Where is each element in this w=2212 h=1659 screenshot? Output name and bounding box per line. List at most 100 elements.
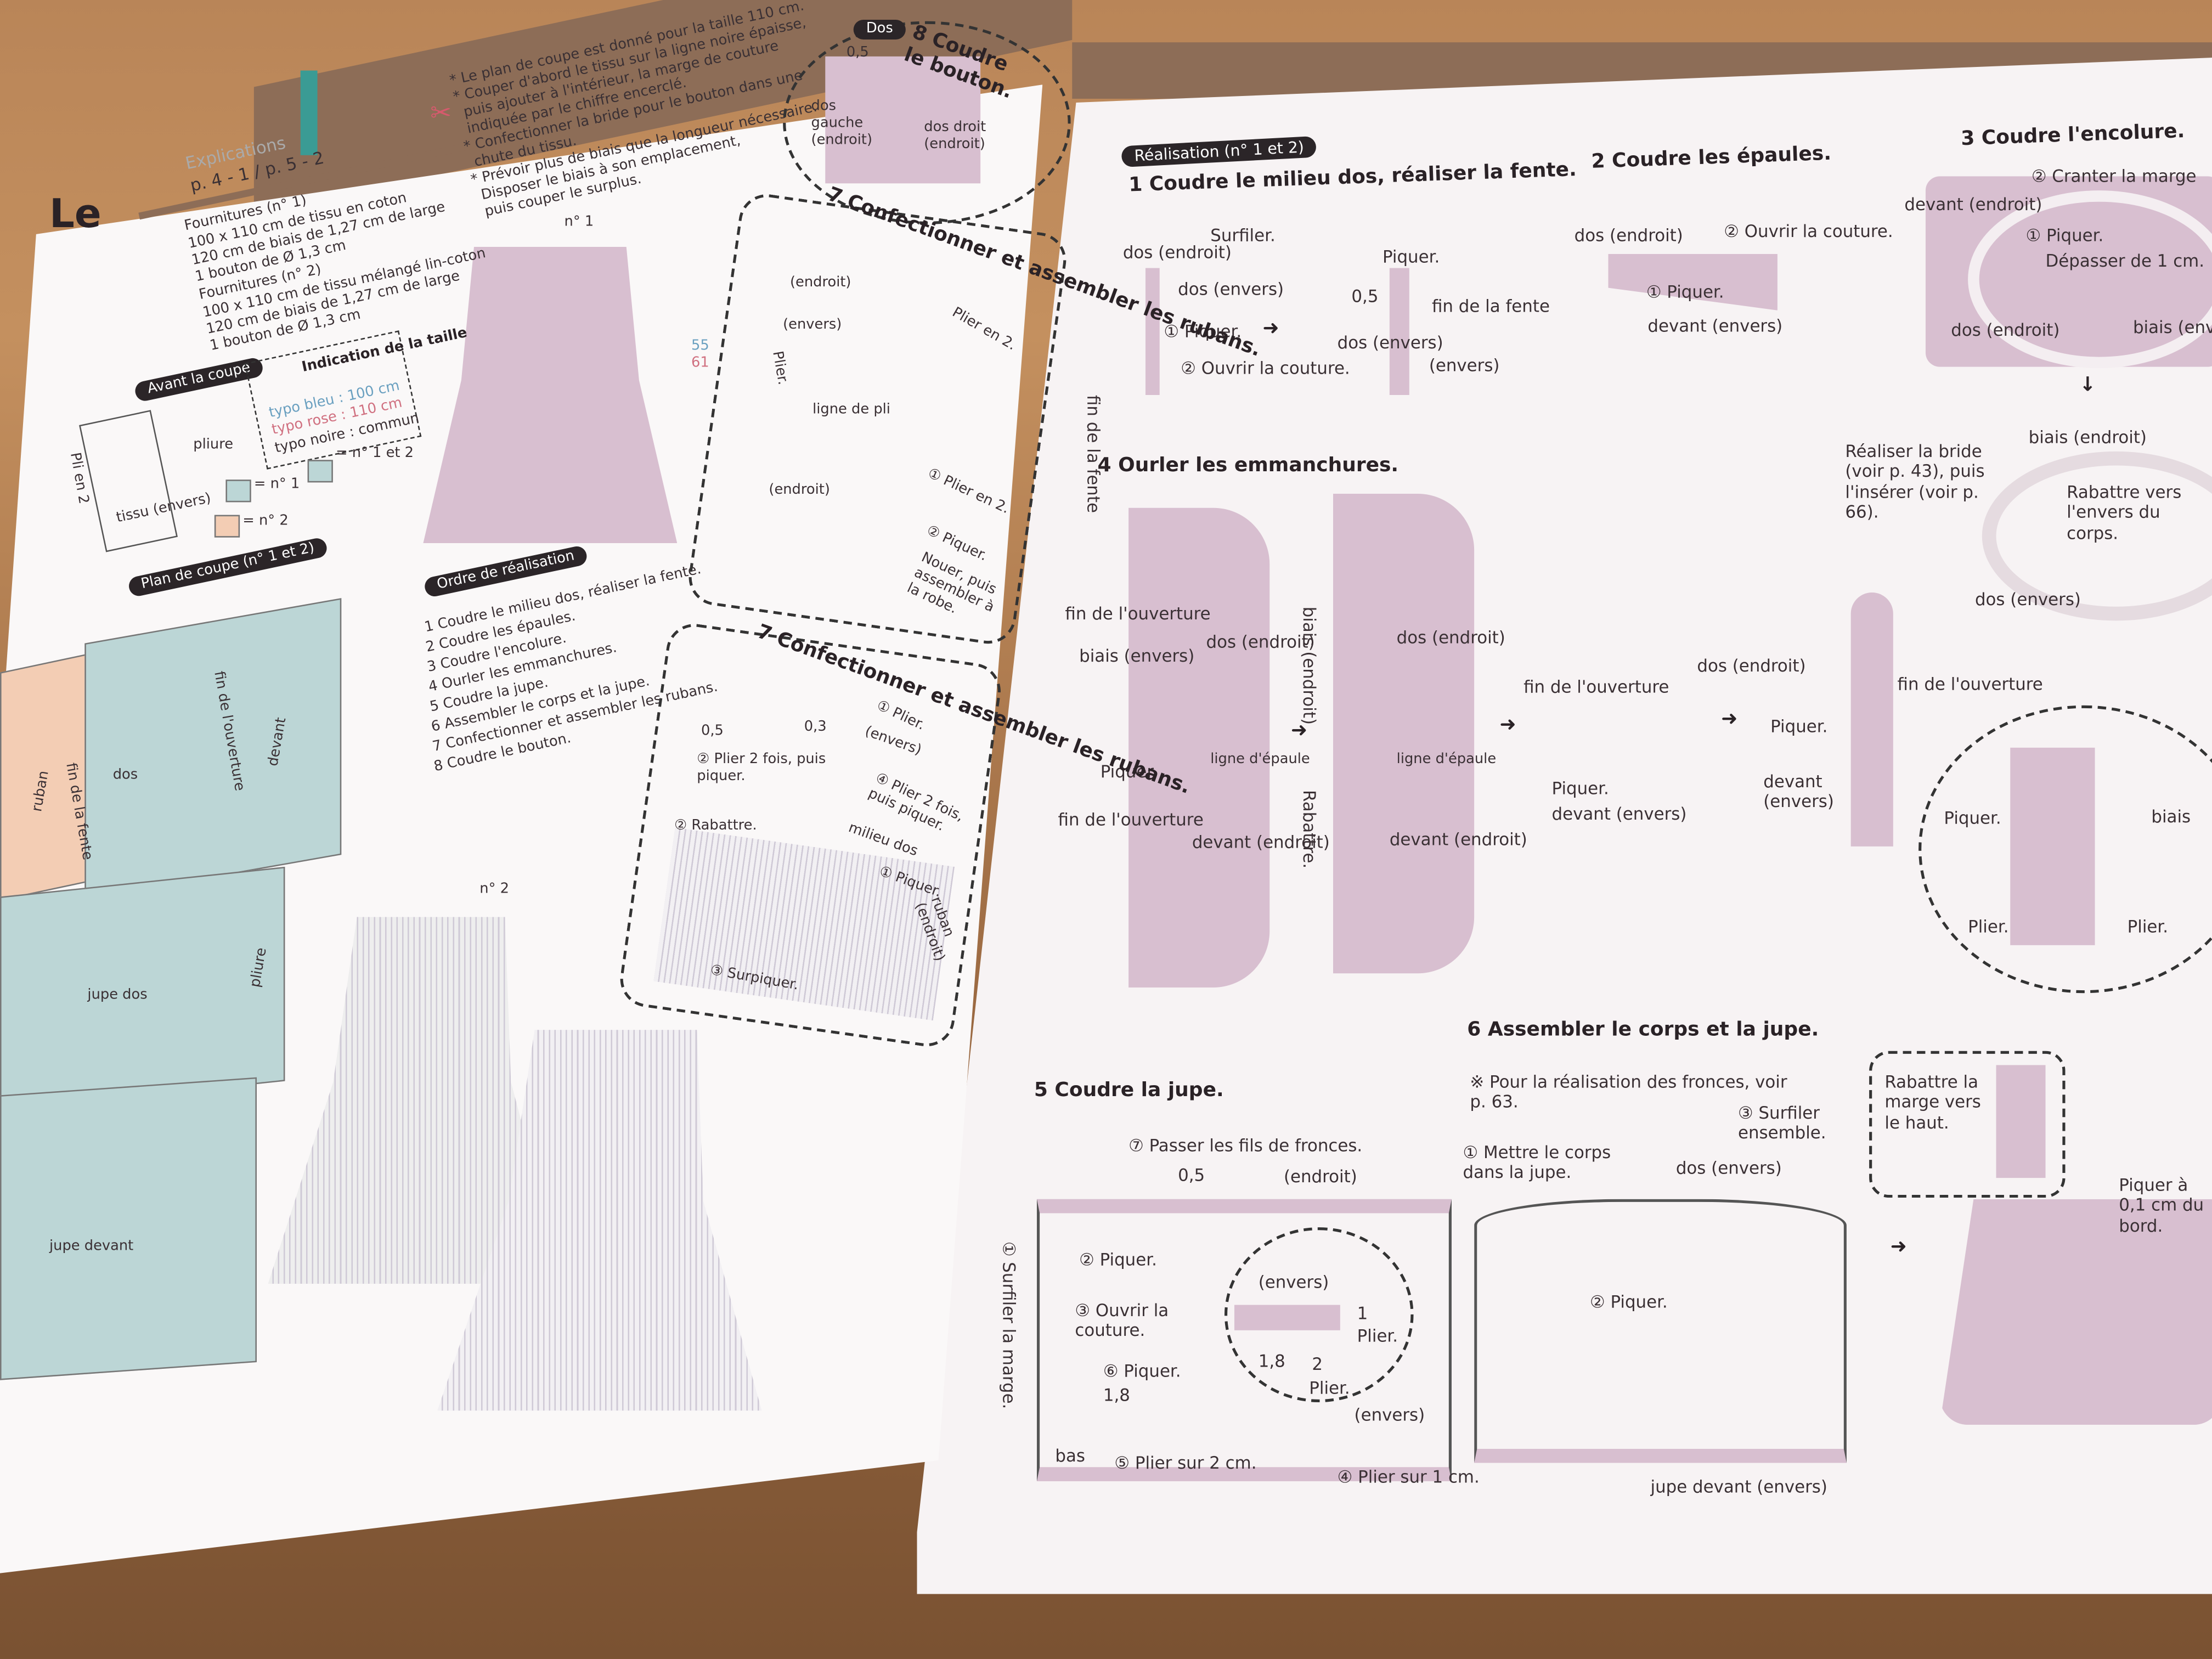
label: jupe devant (envers) bbox=[1650, 1477, 1827, 1497]
label: ① Piquer. bbox=[2025, 225, 2104, 246]
step6-note: ※ Pour la réalisation des fronces, voir … bbox=[1470, 1072, 1787, 1113]
label: fin de l'ouverture bbox=[1523, 677, 1669, 697]
label: ④ Plier sur 1 cm. bbox=[1337, 1467, 1480, 1487]
label: devant (endroit) bbox=[1904, 194, 2042, 215]
label: Rabattre vers l'envers du corps. bbox=[2067, 482, 2182, 543]
label: dos (envers) bbox=[1178, 279, 1284, 300]
label: devant (envers) bbox=[1551, 804, 1687, 824]
legend-item: = n° 1 et 2 bbox=[335, 445, 414, 461]
label: Piquer. bbox=[1100, 761, 1158, 782]
label: ② Ouvrir la couture. bbox=[1181, 358, 1350, 379]
model-label: n° 2 bbox=[479, 882, 509, 898]
label: ligne de pli bbox=[812, 402, 890, 418]
label: dos (endroit) bbox=[1122, 242, 1232, 263]
scissors-icon: ✂ bbox=[430, 98, 452, 128]
label: ③ Ouvrir la couture. bbox=[1075, 1300, 1169, 1341]
label: Plier. bbox=[1309, 1378, 1350, 1398]
label: 0,5 bbox=[846, 45, 869, 61]
label: dos (envers) bbox=[1974, 589, 2081, 610]
piece-label: jupe dos bbox=[87, 987, 148, 1003]
label: (envers) bbox=[783, 317, 842, 333]
dos-pill: Dos bbox=[853, 19, 906, 40]
step6-title: 6 Assembler le corps et la jupe. bbox=[1467, 1018, 1819, 1041]
page-heading-fragment: Le bbox=[49, 190, 101, 237]
label: (endroit) bbox=[1283, 1166, 1357, 1187]
label: dos droit (endroit) bbox=[924, 120, 986, 153]
label: 0,3 bbox=[804, 719, 827, 735]
label: Rabattre la marge vers le haut. bbox=[1884, 1072, 1981, 1133]
label: dos gauche (endroit) bbox=[811, 98, 873, 148]
label: (envers) bbox=[1429, 355, 1500, 375]
label: bas bbox=[1055, 1446, 1086, 1466]
label: ② Plier 2 fois, puis piquer. bbox=[697, 752, 826, 785]
label: Piquer. bbox=[1382, 246, 1440, 267]
label: devant (envers) bbox=[1763, 771, 1834, 812]
label: devant (endroit) bbox=[1192, 832, 1330, 853]
label: biais (endroit) bbox=[1299, 606, 1319, 725]
label: 0,5 bbox=[1351, 286, 1379, 306]
label: Dépasser de 1 cm. bbox=[2045, 251, 2205, 271]
step4-title: 4 Ourler les emmanchures. bbox=[1097, 454, 1399, 477]
label: (endroit) bbox=[769, 482, 830, 498]
label: ① Piquer. bbox=[1164, 321, 1242, 342]
label: dos (endroit) bbox=[1951, 320, 2060, 340]
label: biais (endroit) bbox=[2028, 427, 2147, 448]
arrow-icon: ➜ bbox=[1890, 1235, 1907, 1259]
label: ① Surfiler la marge. bbox=[998, 1241, 1019, 1409]
label: fin de l'ouverture bbox=[1897, 674, 2043, 695]
teal-tab bbox=[300, 70, 318, 155]
label: Piquer. bbox=[1944, 808, 2001, 828]
label: ⑤ Plier sur 2 cm. bbox=[1114, 1453, 1257, 1473]
label: ② Cranter la marge bbox=[2031, 166, 2197, 187]
label: ② Piquer. bbox=[1079, 1250, 1157, 1270]
label: 1,8 bbox=[1258, 1351, 1285, 1372]
arrow-down-icon: ↓ bbox=[2079, 374, 2096, 397]
label: 0,5 bbox=[701, 724, 724, 740]
label: biais bbox=[2151, 806, 2191, 827]
label: biais (envers) bbox=[2132, 317, 2212, 337]
label: dos (endroit) bbox=[1396, 628, 1505, 648]
label: ② Ouvrir la couture. bbox=[1724, 221, 1893, 241]
label: dos (envers) bbox=[1675, 1158, 1782, 1178]
label: dos (envers) bbox=[1337, 332, 1443, 353]
label: Plier. bbox=[1968, 917, 2009, 937]
label: (endroit) bbox=[789, 275, 851, 291]
label: 0,5 bbox=[1178, 1165, 1205, 1185]
label: fin de la fente bbox=[1431, 296, 1550, 316]
label: Piquer. bbox=[1551, 778, 1609, 799]
label: 2 bbox=[1312, 1354, 1323, 1374]
label: devant (envers) bbox=[1647, 315, 1783, 336]
label: ① Piquer. bbox=[1646, 282, 1724, 302]
step5-title: 5 Coudre la jupe. bbox=[1034, 1079, 1224, 1102]
label: Plier. bbox=[2127, 917, 2169, 937]
label: ① Mettre le corps dans la jupe. bbox=[1463, 1142, 1611, 1183]
label: pliure bbox=[193, 437, 234, 453]
label: ③ Surfiler ensemble. bbox=[1737, 1103, 1826, 1143]
label: Piquer à 0,1 cm du bord. bbox=[2119, 1175, 2204, 1235]
dim-label: 61 bbox=[691, 355, 709, 371]
label: fin de l'ouverture bbox=[1058, 809, 1204, 830]
piece-label: jupe devant bbox=[49, 1238, 134, 1254]
label: ② Rabattre. bbox=[674, 818, 757, 834]
piece-label: dos bbox=[112, 767, 138, 783]
label: 1 bbox=[1357, 1303, 1368, 1323]
legend-item: = n° 2 bbox=[242, 513, 289, 529]
label: biais (envers) bbox=[1079, 646, 1195, 666]
legend-item: = n° 1 bbox=[253, 477, 300, 493]
label: dos (endroit) bbox=[1697, 656, 1806, 676]
label: ligne d'épaule bbox=[1210, 752, 1310, 768]
arrow-icon: ➜ bbox=[1721, 708, 1738, 731]
label: Réaliser la bride (voir p. 43), puis l'i… bbox=[1845, 441, 1985, 522]
model-label: n° 1 bbox=[564, 214, 594, 230]
label: ⑦ Passer les fils de fronces. bbox=[1128, 1135, 1363, 1155]
label: 1,8 bbox=[1103, 1385, 1130, 1406]
arrow-icon: ➜ bbox=[1499, 714, 1516, 737]
label: Rabattre. bbox=[1299, 789, 1319, 869]
label: Piquer. bbox=[1770, 716, 1828, 737]
label: (envers) bbox=[1354, 1405, 1425, 1425]
label: Surfiler. bbox=[1210, 225, 1276, 246]
label: fin de l'ouverture bbox=[1065, 603, 1211, 624]
label: Plier. bbox=[1357, 1326, 1398, 1346]
arrow-icon: ➜ bbox=[1262, 317, 1279, 340]
